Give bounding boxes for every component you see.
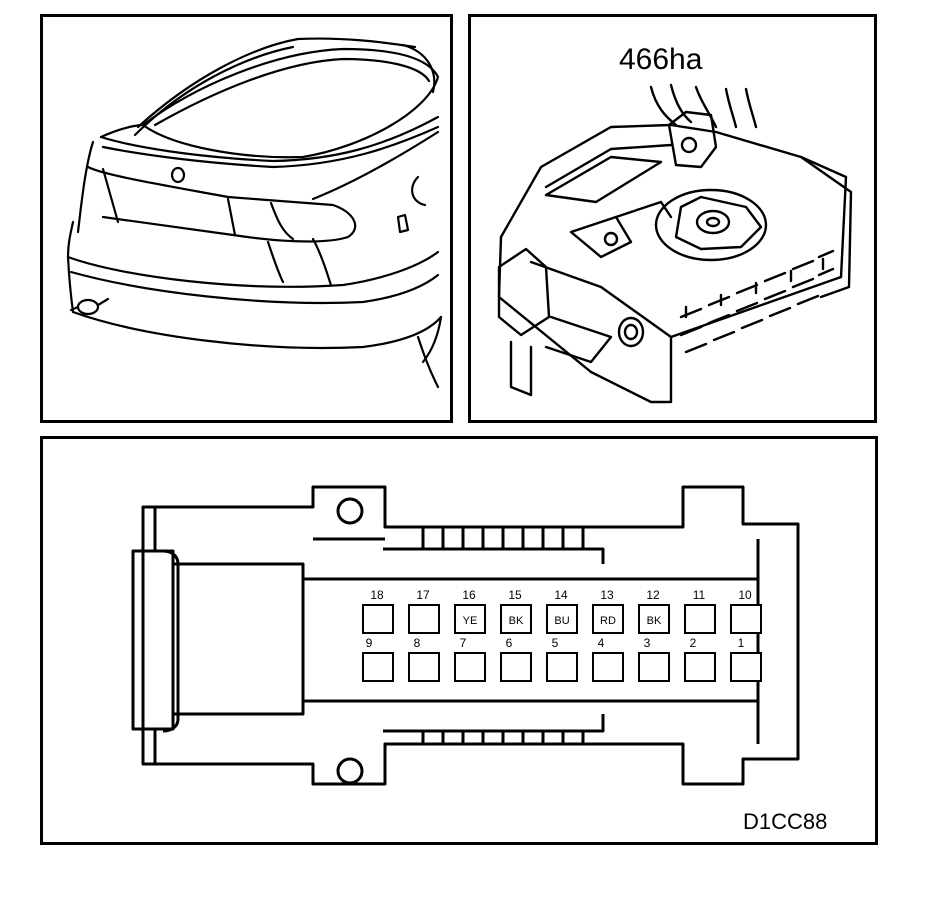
pin-number: 12 [646, 588, 660, 602]
pin-1: 1 [730, 636, 762, 682]
car-rear-panel [40, 14, 453, 423]
connector-code-label: 466ha [619, 43, 703, 76]
pin-10: 10 [730, 588, 762, 634]
pin-14: 14 BU [546, 588, 578, 634]
figure-code-label: D1CC88 [743, 809, 827, 834]
wire-color: YE [463, 615, 478, 627]
pin-number: 1 [738, 636, 745, 650]
pin-number: 8 [414, 636, 421, 650]
car-rear-drawing [66, 37, 443, 389]
pin-15: 15 BK [500, 588, 532, 634]
pin-11: 11 [684, 588, 716, 634]
pin-7: 7 [454, 636, 486, 682]
pin-row-top: 18 17 16 YE 15 BK 14 BU [362, 588, 762, 634]
pin-6: 6 [500, 636, 532, 682]
pin-number: 4 [598, 636, 605, 650]
pin-4: 4 [592, 636, 624, 682]
wire-color: BK [509, 615, 524, 627]
pinout-panel: 18 17 16 YE 15 BK 14 BU [40, 436, 878, 845]
pin-17: 17 [408, 588, 440, 634]
pin-3: 3 [638, 636, 670, 682]
connector-plug-drawing: 466ha [497, 43, 853, 404]
pin-number: 17 [416, 588, 430, 602]
pin-5: 5 [546, 636, 578, 682]
pin-row-bottom: 9 8 7 6 5 [362, 636, 762, 682]
pin-number: 11 [693, 588, 706, 602]
pin-number: 3 [644, 636, 651, 650]
pin-8: 8 [408, 636, 440, 682]
pin-number: 2 [690, 636, 697, 650]
pinout-drawing: 18 17 16 YE 15 BK 14 BU [131, 485, 827, 834]
pin-13: 13 RD [592, 588, 624, 634]
pin-number: 7 [460, 636, 467, 650]
pin-number: 18 [370, 588, 384, 602]
pin-16: 16 YE [454, 588, 486, 634]
connector-plug-panel: 466ha [468, 14, 877, 423]
wire-color: BU [554, 615, 569, 627]
pin-number: 16 [462, 588, 476, 602]
pin-number: 15 [508, 588, 522, 602]
pin-12: 12 BK [638, 588, 670, 634]
wire-color: BK [647, 615, 662, 627]
pin-number: 5 [552, 636, 559, 650]
pin-number: 9 [366, 636, 373, 650]
pin-2: 2 [684, 636, 716, 682]
pin-number: 10 [738, 588, 752, 602]
pin-18: 18 [362, 588, 394, 634]
pin-9: 9 [362, 636, 394, 682]
pin-number: 14 [554, 588, 568, 602]
wire-color: RD [600, 615, 616, 627]
pin-number: 6 [506, 636, 513, 650]
pin-number: 13 [600, 588, 614, 602]
